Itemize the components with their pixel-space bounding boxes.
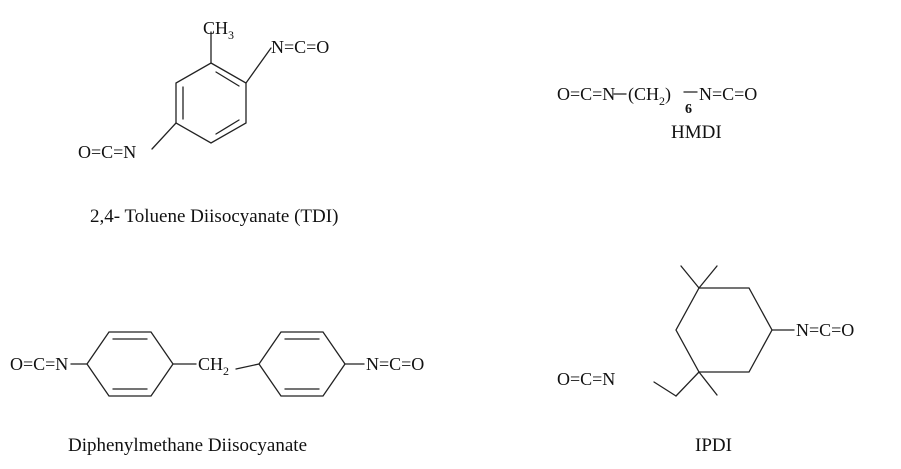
hmdi-caption: HMDI — [671, 122, 722, 143]
ipdi-methyl-bond-2 — [698, 265, 718, 289]
tdi-left-nco-bond — [151, 122, 177, 150]
ipdi-cyclohexane-ring — [675, 287, 773, 373]
tdi-left-nco-label: O=C=N — [78, 142, 136, 162]
ipdi-structure: N=C=O O=C=N IPDI — [557, 265, 854, 456]
mdi-bond-ch2-right — [235, 363, 260, 370]
tdi-caption: 2,4- Toluene Diisocyanate (TDI) — [90, 206, 338, 227]
mdi-left-benzene-ring — [86, 331, 174, 397]
mdi-right-benzene-ring — [258, 331, 346, 397]
hmdi-ch2-group: (CH2) — [628, 84, 671, 108]
ipdi-methyl-bond-3 — [698, 371, 718, 396]
hmdi-repeat-subscript: 6 — [685, 102, 692, 117]
ipdi-right-nco: N=C=O — [796, 320, 854, 340]
mdi-caption: Diphenylmethane Diisocyanate — [68, 435, 307, 456]
tdi-ring-double-bond-2 — [215, 119, 240, 135]
mdi-structure: O=C=N CH2 N=C=O Diphenylmethane Diisocya… — [10, 331, 424, 456]
mdi-right-nco: N=C=O — [366, 354, 424, 374]
hmdi-structure: O=C=N (CH2) 6 N=C=O HMDI — [557, 84, 757, 143]
hmdi-left-nco: O=C=N — [557, 84, 615, 104]
tdi-top-nco-label: N=C=O — [271, 37, 329, 57]
tdi-ring-double-bond-1 — [215, 71, 240, 87]
tdi-benzene-ring — [175, 62, 247, 144]
mdi-left-nco: O=C=N — [10, 354, 68, 374]
ipdi-ch2-bond — [675, 371, 700, 397]
mdi-ch2-label: CH2 — [198, 354, 229, 378]
ipdi-methyl-bond-1 — [680, 265, 700, 289]
ipdi-left-nco: O=C=N — [557, 369, 615, 389]
tdi-top-nco-bond — [245, 47, 272, 84]
ipdi-caption: IPDI — [695, 435, 732, 456]
tdi-structure: CH3 N=C=O O=C=N 2,4- Toluene Diisocyanat… — [78, 18, 338, 227]
hmdi-right-nco: N=C=O — [699, 84, 757, 104]
ipdi-ch2-n-bond — [653, 381, 677, 397]
tdi-ch3-label: CH3 — [203, 18, 234, 42]
